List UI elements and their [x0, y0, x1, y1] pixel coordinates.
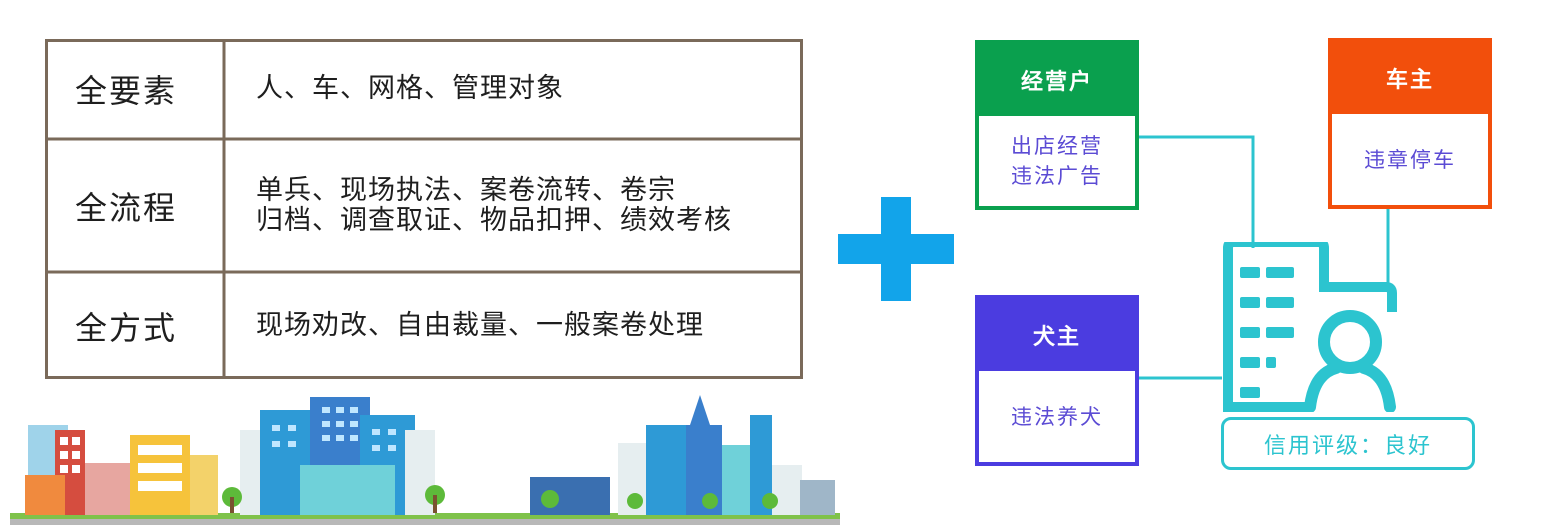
row-content: 单兵、现场执法、案卷流转、卷宗 归档、调查取证、物品扣押、绩效考核 [224, 139, 803, 272]
table-row: 全方式 现场劝改、自由裁量、一般案卷处理 [45, 272, 803, 379]
city-skyline-illustration [10, 395, 840, 525]
row-content: 现场劝改、自由裁量、一般案卷处理 [224, 272, 803, 379]
row-text-line: 单兵、现场执法、案卷流转、卷宗 [256, 174, 676, 206]
credit-rating-badge: 信用评级：良好 [1221, 417, 1475, 470]
car-owner-body: 违章停车 [1332, 114, 1488, 205]
merchant-body: 出店经营 违法广告 [979, 116, 1135, 206]
plus-icon [838, 197, 954, 301]
row-label: 全方式 [75, 308, 178, 347]
table-row: 全流程 单兵、现场执法、案卷流转、卷宗 归档、调查取证、物品扣押、绩效考核 [45, 139, 803, 272]
row-text-line: 现场劝改、自由裁量、一般案卷处理 [256, 309, 704, 341]
row-text-line: 人、车、网格、管理对象 [256, 73, 564, 104]
dog-owner-body: 违法养犬 [979, 371, 1135, 462]
row-label: 全流程 [75, 188, 178, 227]
row-label: 全要素 [75, 72, 178, 110]
coverage-table: 全要素 人、车、网格、管理对象 全流程 单兵、现场执法、案卷流转、卷宗 归档、调… [45, 39, 803, 379]
merchant-line: 出店经营 [1011, 134, 1103, 158]
car-owner-title: 车主 [1332, 42, 1488, 114]
car-owner-card: 车主 违章停车 [1328, 38, 1492, 209]
row-text-line: 归档、调查取证、物品扣押、绩效考核 [256, 204, 732, 236]
car-owner-line: 违章停车 [1364, 147, 1456, 172]
dog-owner-card: 犬主 违法养犬 [975, 295, 1139, 466]
merchant-line: 违法广告 [1011, 164, 1103, 188]
building-person-icon [1223, 242, 1397, 412]
merchant-title: 经营户 [979, 44, 1135, 116]
merchant-card: 经营户 出店经营 违法广告 [975, 40, 1139, 210]
table-row: 全要素 人、车、网格、管理对象 [45, 39, 803, 139]
dog-owner-line: 违法养犬 [1011, 404, 1103, 429]
dog-owner-title: 犬主 [979, 299, 1135, 371]
row-content: 人、车、网格、管理对象 [224, 39, 803, 139]
table-grid [45, 39, 803, 379]
